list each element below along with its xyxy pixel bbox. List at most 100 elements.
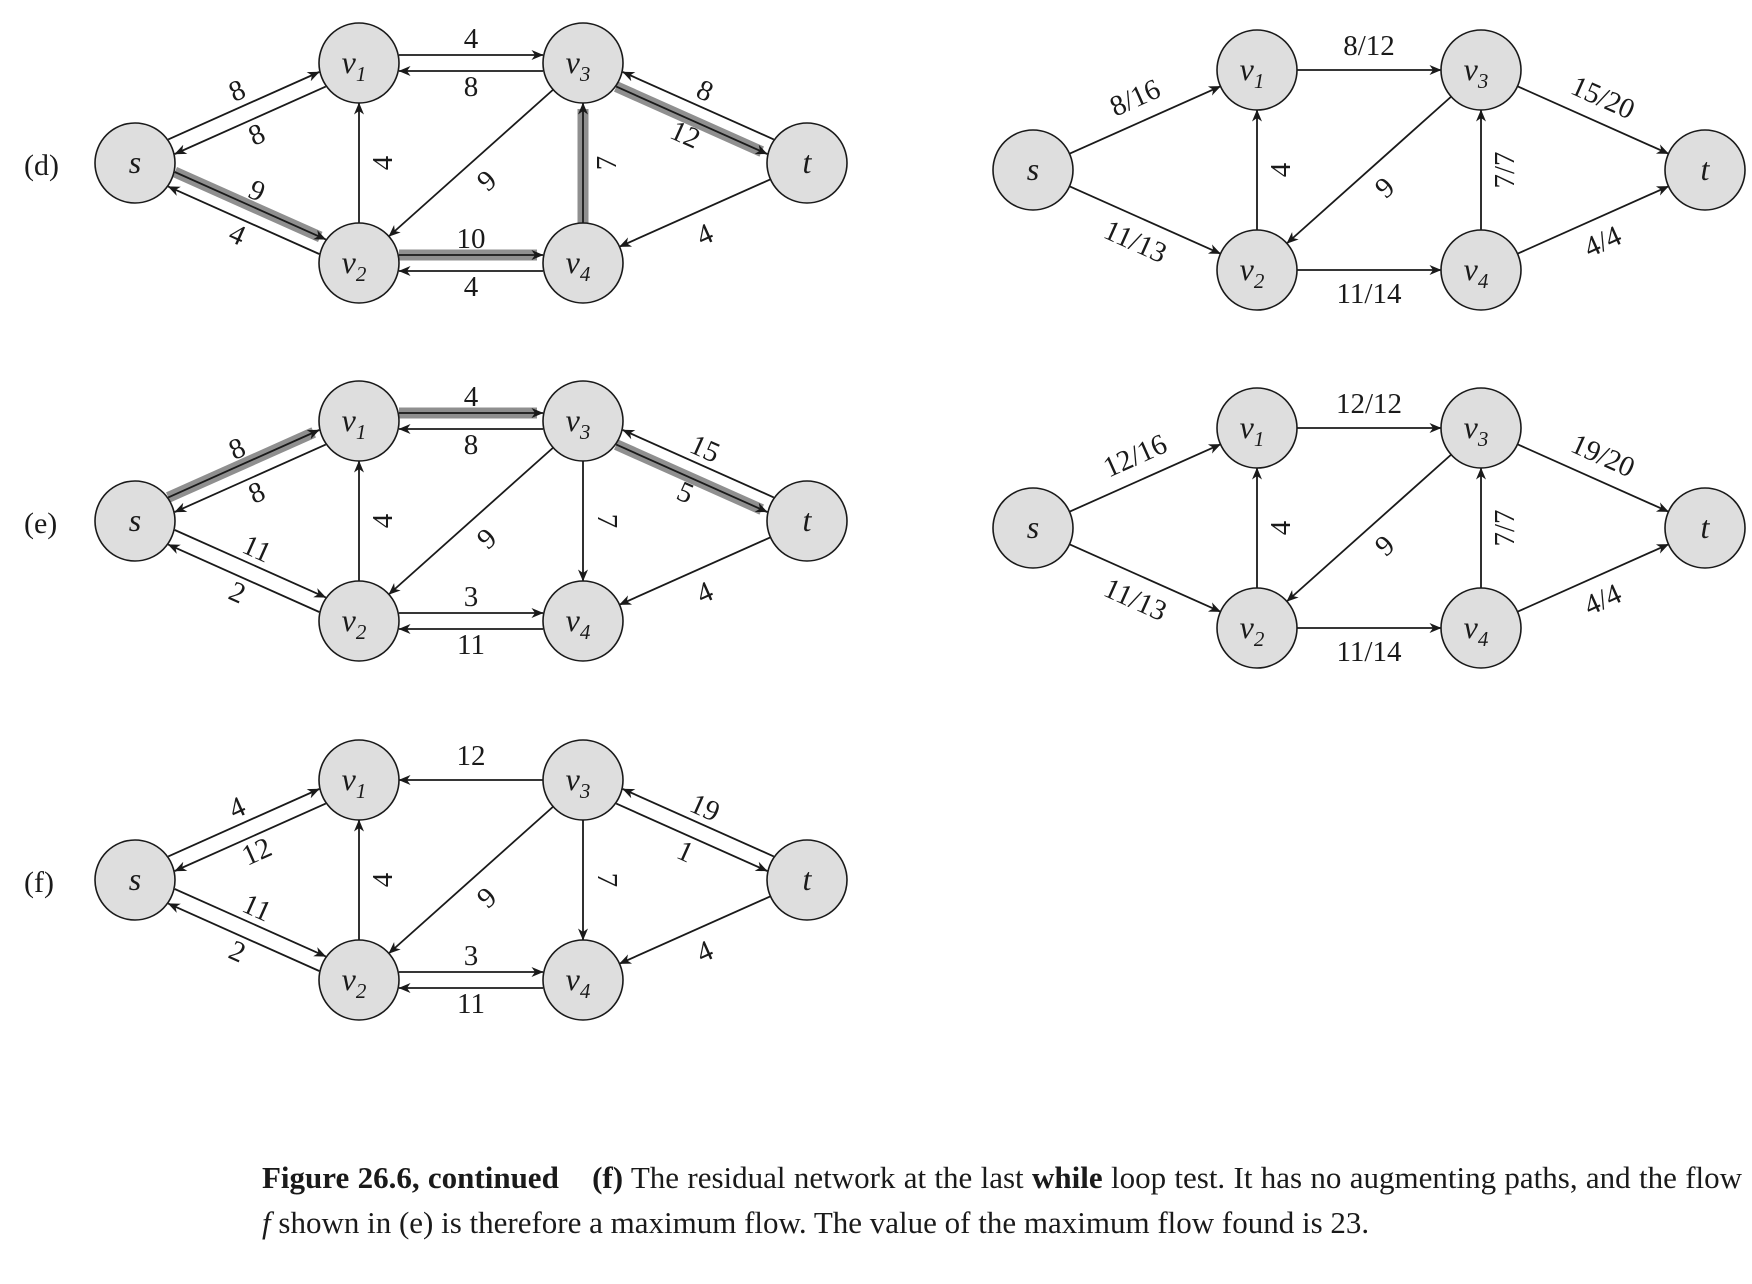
panel-label: (d) [24,149,59,182]
node-v4: v4 [1440,587,1522,669]
edge-label-v4-v3: 7/7 [1489,509,1521,546]
node-label: v3 [566,761,591,803]
edge-label-t-v3: 15 [685,429,725,470]
edge-t-v3 [622,429,775,499]
node-name: t [803,144,813,180]
node-subscript: 3 [1477,69,1489,93]
edge-label-v2-s: 2 [224,575,250,610]
node-subscript: 1 [356,779,367,803]
node-name: v [1240,251,1255,287]
node-name: s [129,861,141,897]
node-subscript: 4 [580,262,591,286]
node-label: v3 [1464,409,1489,451]
node-s: s [94,839,176,921]
edge-label-v1-s: 8 [244,117,270,152]
edge-v2-s [167,543,320,613]
node-v2: v2 [318,222,400,304]
edge-label-v1-v3: 8/12 [1343,30,1395,62]
node-subscript: 3 [579,62,591,86]
node-label: v1 [342,761,367,803]
edge-label-v2-v1: 4 [1265,520,1297,535]
node-label: s [129,144,141,180]
node-label: v1 [1240,51,1265,93]
node-subscript: 1 [356,420,367,444]
node-name: s [129,502,141,538]
node-v4: v4 [542,939,624,1021]
edge-label-v1-v3: 4 [464,381,479,413]
edge-label-v1-s: 12 [237,831,277,872]
node-circle [1440,29,1522,111]
node-subscript: 2 [1254,627,1265,651]
edge-t-v4 [619,895,771,965]
edge-v3-t [615,802,768,872]
edge-label-s-v2: 11/13 [1099,214,1171,270]
node-s: s [992,487,1074,569]
edge-label-t-v4: 4 [692,217,719,252]
edge-v3-v2 [388,805,554,955]
edge-label-v4-v2: 11 [457,988,485,1020]
node-t: t [766,122,848,204]
node-subscript: 3 [579,779,591,803]
node-circle [94,480,176,562]
edge-label-t-v3: 19 [685,788,725,829]
panel-label: (e) [24,507,57,540]
node-subscript: 3 [1477,427,1489,451]
edge-s-v1 [167,71,320,141]
node-v3: v3 [542,739,624,821]
node-name: v [342,761,357,797]
node-label: v1 [342,402,367,444]
node-name: t [1701,509,1711,545]
edge-s-v2 [1069,543,1221,613]
node-name: t [803,502,813,538]
node-label: v2 [342,602,367,644]
edge-label-v3-v2: 9 [471,881,503,915]
edge-v3-v2 [1286,95,1452,245]
edge-label-v3-v4: 7 [591,873,623,888]
node-circle [1216,29,1298,111]
edge-label-v2-v4: 3 [464,940,479,972]
edges [167,50,775,276]
node-circle [318,939,400,1021]
node-name: t [1701,151,1711,187]
caption-text-2: loop test. It has no augmenting paths, a… [1110,1160,1743,1195]
edge-label-v2-v1: 4 [367,155,399,170]
node-label: v2 [1240,609,1265,651]
edge-v1-s [174,85,327,155]
edge-label-v3-v1: 8 [464,429,479,461]
node-v3: v3 [542,380,624,462]
node-circle [94,839,176,921]
node-v1: v1 [1216,29,1298,111]
edge-label-v2-v1: 4 [367,872,399,887]
node-v3: v3 [1440,29,1522,111]
edge-label-v2-s: 2 [224,934,250,969]
edge-label-v3-t: 15/20 [1566,70,1639,126]
node-circle [542,580,624,662]
edge-label-v3-t: 1 [672,834,698,869]
node-label: v4 [566,961,591,1003]
node-label: t [1701,509,1711,545]
edge-v3-t [1517,443,1669,513]
node-v3: v3 [1440,387,1522,469]
node-label: s [1027,509,1039,545]
node-label: v4 [566,602,591,644]
node-label: v3 [566,402,591,444]
edge-label-s-v1: 4 [224,790,251,825]
node-label: s [1027,151,1039,187]
node-circle [1216,587,1298,669]
edge-s-v1 [1069,443,1221,513]
edge-label-v2-v1: 4 [367,513,399,528]
edge-s-v2 [174,888,327,958]
node-circle [542,222,624,304]
node-circle [542,939,624,1021]
node-label: v3 [566,44,591,86]
edge-label-t-v3: 8 [692,74,718,109]
edge-label-v4-v3: 7/7 [1489,151,1521,188]
node-label: v2 [342,244,367,286]
node-subscript: 2 [1254,269,1265,293]
node-label: v2 [342,961,367,1003]
node-circle [1440,387,1522,469]
edge-label-v1-v3: 4 [464,23,479,55]
node-v2: v2 [318,939,400,1021]
